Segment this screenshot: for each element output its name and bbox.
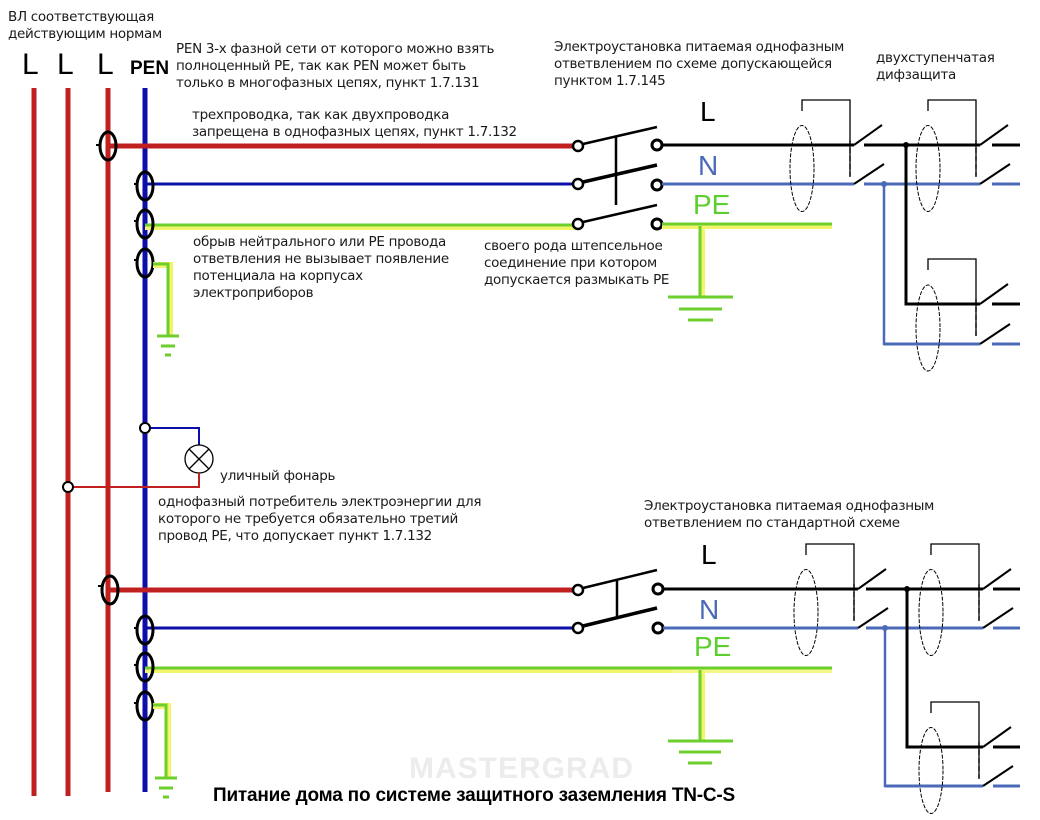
bus-label-l2: L	[57, 48, 74, 81]
bus-label-pen: PEN	[130, 58, 170, 79]
junction-dot	[882, 625, 888, 631]
wire-label-pe-bottom: PE	[694, 631, 732, 662]
wire-label-l-top: L	[700, 96, 716, 127]
rcd-top-n-riser	[882, 184, 930, 346]
three-wire-note: трехпроводка, так как двухпроводка запре…	[192, 107, 517, 140]
rcd-top-stage2-a	[864, 99, 1011, 212]
overhead-line-buses	[31, 88, 148, 796]
single-phase-consumer-note: однофазный потребитель электроэнергии дл…	[158, 494, 482, 544]
clamp-neutral-top	[135, 170, 155, 202]
pe-ground-top	[668, 226, 733, 322]
rcd-sensor-icon	[915, 125, 941, 212]
bus-label-l1: L	[22, 48, 39, 81]
wire-label-pe-top: PE	[693, 189, 731, 220]
two-pole-switch-bottom	[571, 568, 665, 635]
rcd-groups	[789, 99, 1020, 814]
plug-connection-note: своего рода штепсельное соединение при к…	[484, 238, 670, 288]
street-lamp-circuit	[62, 422, 214, 493]
clamp-pe-top	[135, 208, 155, 240]
rcd-top-stage2-b	[884, 258, 1011, 372]
rcd-top-l-riser	[904, 145, 930, 306]
top-branch	[96, 125, 832, 357]
repeat-ground-bottom	[153, 703, 177, 799]
bus-label-l3: L	[97, 48, 114, 81]
rcd-bottom-stage2-a	[866, 543, 1014, 656]
repeat-ground-top	[153, 262, 179, 357]
junction-dot	[881, 181, 887, 187]
break-safety-note: обрыв нейтрального или PE провода ответв…	[193, 234, 449, 301]
street-lamp-label: уличный фонарь	[220, 468, 336, 484]
wire-label-n-top: N	[698, 150, 719, 181]
rcd-sensor-icon	[918, 569, 944, 656]
three-pole-switch-top	[571, 125, 664, 231]
pe-ground-bottom	[668, 670, 733, 765]
two-stage-rcd-note: двухступенчатая дифзащита	[876, 50, 995, 83]
install-bottom-note: Электроустановка питаемая однофазным отв…	[644, 498, 934, 531]
rcd-sensor-icon	[915, 284, 941, 372]
rcd-sensor-icon	[793, 569, 819, 656]
rcd-bottom-stage1	[793, 543, 889, 656]
rcd-sensor-icon	[789, 125, 815, 212]
clamp-neutral-bottom	[135, 614, 155, 646]
overhead-line-note: ВЛ соответствующая действующим нормам	[8, 9, 162, 42]
rcd-top-stage1	[789, 99, 885, 212]
rcd-bottom-stage2-b	[885, 701, 1014, 814]
rcd-sensor-icon	[918, 727, 944, 814]
clamp-phase-bottom	[100, 574, 120, 606]
rcd-bottom-n-riser	[883, 628, 933, 788]
pen-source-note: PEN 3-х фазной сети от которого можно вз…	[176, 41, 495, 91]
wire-label-l-bottom: L	[701, 539, 717, 570]
junction-dot	[903, 142, 909, 148]
bottom-branch	[98, 568, 832, 799]
junction-dot	[904, 586, 910, 592]
rcd-bottom-l-riser	[905, 589, 933, 749]
clamp-pe-bottom	[135, 651, 155, 683]
install-top-note: Электроустановка питаемая однофазным отв…	[554, 39, 844, 89]
wire-label-n-bottom: N	[699, 594, 720, 625]
watermark: MASTERGRAD	[409, 752, 634, 785]
diagram-caption: Питание дома по системе защитного заземл…	[213, 785, 736, 806]
